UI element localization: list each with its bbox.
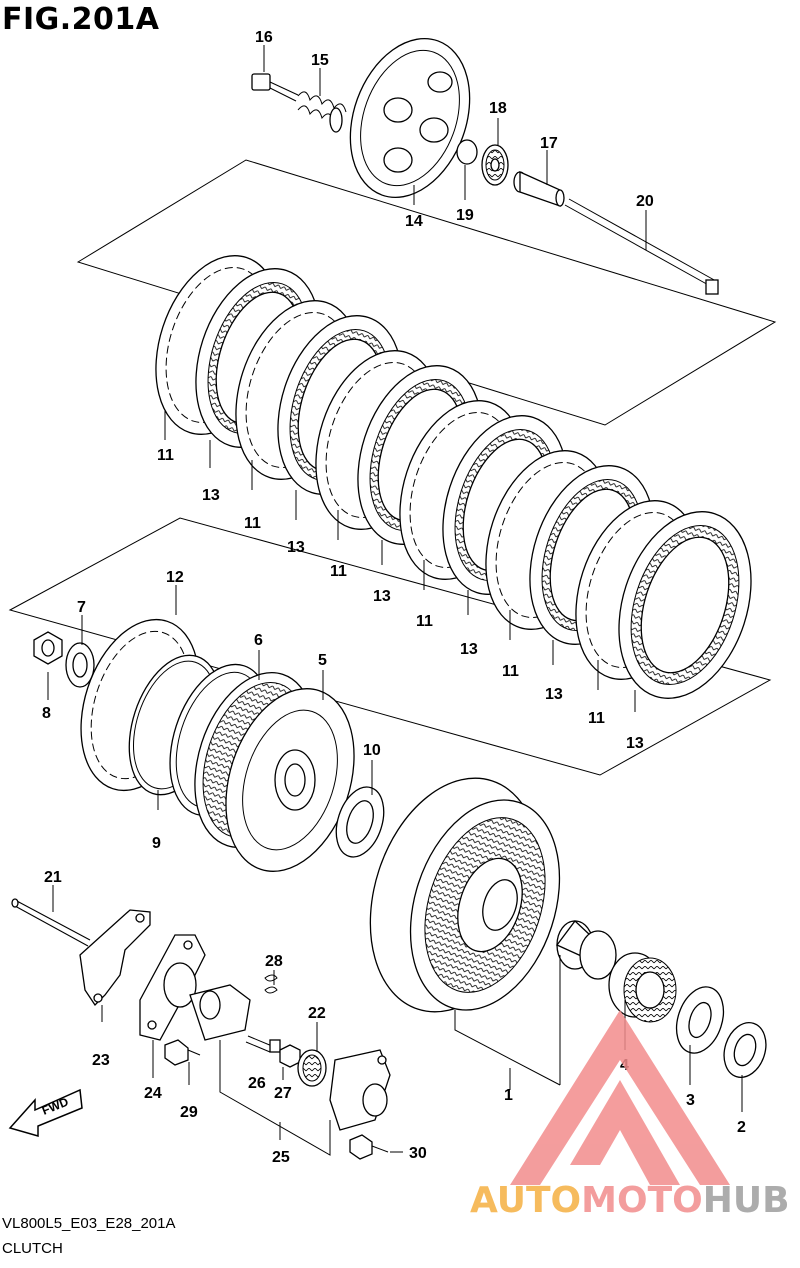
callout-24: 24 <box>144 1085 162 1102</box>
callout-13: 13 <box>460 641 478 658</box>
callout-13: 13 <box>626 735 644 752</box>
model-code: VL800L5_E03_E28_201A <box>2 1215 176 1232</box>
callout-28: 28 <box>265 953 283 970</box>
bolt-26 <box>245 1035 281 1053</box>
forward-direction-arrow: FWD <box>8 1088 83 1137</box>
thrust-washer-2 <box>723 1022 767 1078</box>
bolt-29 <box>164 1039 201 1066</box>
bearing-22 <box>297 1049 327 1087</box>
primary-driven-gear-assembly <box>369 777 561 1013</box>
callout-labels: 16 15 14 18 17 19 20 11 13 11 13 11 13 1… <box>42 29 746 1166</box>
callout-10: 10 <box>363 742 381 759</box>
callout-15: 15 <box>311 52 329 69</box>
release-pin <box>11 898 91 947</box>
spacer <box>555 920 617 980</box>
svg-text:AUTOMOTOHUB: AUTOMOTOHUB <box>470 1180 790 1221</box>
release-cam <box>189 984 251 1041</box>
callout-18: 18 <box>489 100 507 117</box>
watermark-part-auto: AUTO <box>470 1180 581 1221</box>
callout-6: 6 <box>254 632 263 649</box>
callout-27: 27 <box>274 1085 292 1102</box>
callout-26: 26 <box>248 1075 266 1092</box>
push-piece <box>513 170 565 207</box>
callout-11: 11 <box>244 515 261 532</box>
callout-20: 20 <box>636 193 654 210</box>
pressure-plate <box>349 37 471 199</box>
clutch-sleeve-hub-nut <box>33 631 63 665</box>
callout-29: 29 <box>180 1104 198 1121</box>
leader-lines <box>47 45 743 1153</box>
release-bracket <box>79 909 151 1007</box>
release-bearing <box>481 144 509 186</box>
callout-17: 17 <box>540 135 558 152</box>
release-plate <box>139 934 206 1041</box>
push-rod <box>564 198 719 295</box>
callout-8: 8 <box>42 705 51 722</box>
watermark-triangle-mark <box>510 1010 730 1185</box>
callout-3: 3 <box>686 1092 695 1109</box>
clutch-plate-stack <box>155 255 752 699</box>
callout-19: 19 <box>456 207 474 224</box>
thrust-washer-3 <box>675 986 725 1054</box>
callout-23: 23 <box>92 1052 110 1069</box>
callout-11: 11 <box>330 563 347 580</box>
callout-11: 11 <box>502 663 519 680</box>
callout-2: 2 <box>737 1119 746 1136</box>
clutch-sleeve-hub <box>194 672 355 872</box>
callout-12: 12 <box>166 569 184 586</box>
callout-11: 11 <box>416 613 433 630</box>
clutch-spring <box>297 91 347 133</box>
callout-11: 11 <box>157 447 174 464</box>
callout-22: 22 <box>308 1005 326 1022</box>
lower-assembly-frame <box>8 517 772 776</box>
thrust-washer <box>335 786 385 858</box>
group-bracket-1 <box>454 955 561 1090</box>
callout-13: 13 <box>287 539 305 556</box>
driven-plate <box>618 511 752 699</box>
callout-7: 7 <box>77 599 86 616</box>
callout-9: 9 <box>152 835 161 852</box>
bolt-30 <box>349 1134 389 1160</box>
clutch-spring-bolt <box>251 73 299 102</box>
washer-19 <box>456 139 478 165</box>
watermark-part-moto: MOTO <box>581 1180 703 1221</box>
callout-25: 25 <box>272 1149 290 1166</box>
watermark-logo: AUTOMOTOHUB <box>470 1010 790 1221</box>
nut-27 <box>279 1044 301 1068</box>
callout-11: 11 <box>588 710 605 727</box>
callout-5: 5 <box>318 652 327 669</box>
release-shaft <box>329 1049 391 1131</box>
section-name: CLUTCH <box>2 1240 63 1257</box>
callout-13: 13 <box>545 686 563 703</box>
callout-13: 13 <box>202 487 220 504</box>
group-bracket-25 <box>219 1040 331 1156</box>
callout-1: 1 <box>504 1087 513 1104</box>
needle-bearing <box>608 952 677 1023</box>
lock-washer <box>65 642 95 688</box>
figure-title: FIG.201A <box>2 2 160 37</box>
watermark-part-hub: HUB <box>703 1180 790 1221</box>
return-spring <box>264 974 278 994</box>
callout-21: 21 <box>44 869 62 886</box>
callout-16: 16 <box>255 29 273 46</box>
callout-14: 14 <box>405 213 423 230</box>
callout-13: 13 <box>373 588 391 605</box>
callout-30: 30 <box>409 1145 427 1162</box>
